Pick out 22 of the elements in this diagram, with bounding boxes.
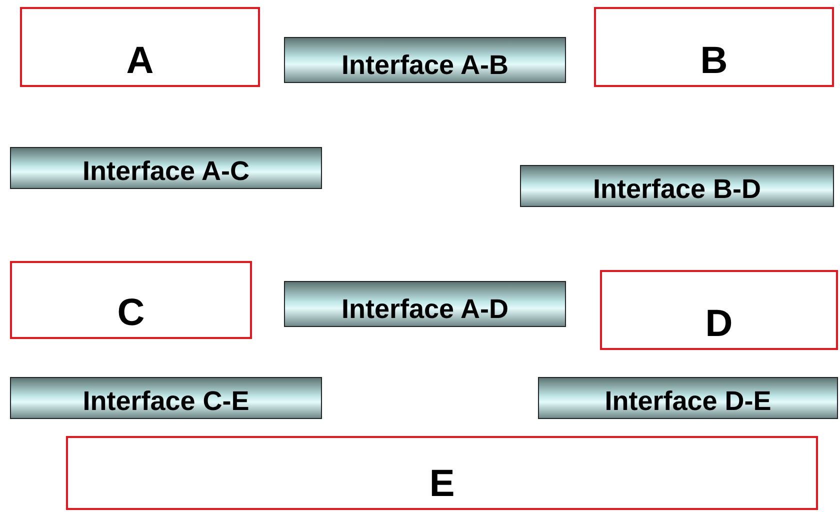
interface-bar: [284, 281, 566, 327]
interface-bar: [538, 377, 838, 419]
node-label: Interface C-E: [82, 386, 250, 417]
node-label: C: [117, 293, 145, 335]
node-label: Interface D-E: [604, 386, 772, 417]
interface-bar: [10, 147, 322, 189]
node-label: A: [126, 41, 154, 83]
system-box: [600, 270, 838, 350]
node-label: Interface A-D: [341, 294, 509, 325]
node-label: Interface A-B: [341, 50, 509, 81]
node-label: Interface B-D: [592, 174, 762, 205]
node-label: Interface A-C: [82, 156, 250, 187]
system-box: [10, 261, 252, 339]
interface-bar: [284, 37, 566, 83]
node-label: B: [700, 41, 728, 83]
system-box: [66, 436, 818, 510]
system-box: [20, 7, 260, 87]
node-label: E: [429, 464, 455, 506]
interface-bar: [520, 165, 834, 207]
system-box: [594, 7, 834, 87]
interface-bar: [10, 377, 322, 419]
node-label: D: [705, 304, 733, 346]
